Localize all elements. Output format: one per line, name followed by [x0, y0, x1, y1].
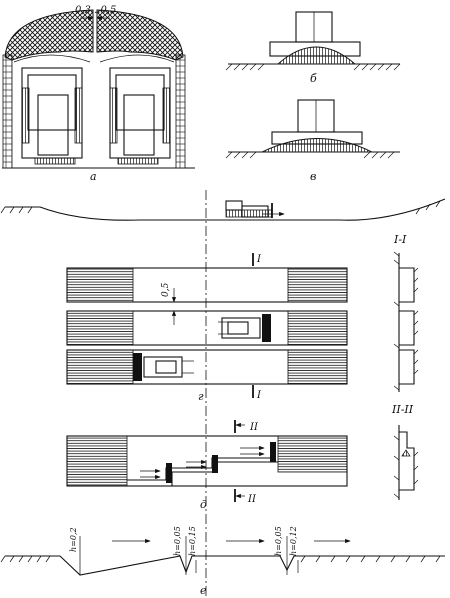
view-d-stepped-plan: II II д — [66, 420, 348, 511]
dim-05-label: 0,5 — [161, 282, 171, 297]
strip-3 — [66, 349, 348, 385]
view-v-ridge: в — [225, 99, 400, 183]
label-b: б — [310, 72, 317, 85]
h-02-label: h=0,2 — [69, 527, 78, 552]
label-g: г — [198, 390, 204, 403]
section-1-title: I-I — [393, 233, 407, 246]
strip-1 — [66, 267, 348, 303]
section-mark-I-bottom: I — [256, 390, 262, 401]
view-g-plan: 0,5 I I г — [66, 253, 348, 403]
gap-dimension-label: 0,3...0,5 — [75, 5, 116, 16]
profile-bulldozer — [0, 190, 446, 598]
right-tractor — [109, 67, 171, 165]
view-e-profile: h=0,2 h=0,05 h=0,15 h=0,05 h=0,12 е — [0, 526, 445, 597]
section-II-II: II-II — [391, 403, 419, 500]
left-tractor — [21, 67, 83, 165]
section-mark-II-bottom: II — [247, 494, 257, 505]
section-mark-II-top: II — [249, 422, 259, 433]
label-d: д — [200, 498, 207, 511]
section-2-title: II-II — [391, 403, 414, 416]
h-012-label: h=0,12 — [289, 526, 298, 556]
label-v: в — [310, 170, 316, 183]
h-005b-label: h=0,05 — [274, 526, 283, 556]
view-a-greenhouse-section: 0,3...0,5 а — [2, 5, 195, 183]
label-a: а — [90, 170, 97, 183]
h-015-label: h=0,15 — [188, 526, 197, 556]
h-005a-label: h=0,05 — [173, 526, 182, 556]
section-mark-I-top: I — [256, 254, 262, 265]
section-I-I: I-I — [393, 233, 419, 392]
view-b-mound: б — [225, 11, 401, 85]
label-e: е — [200, 584, 207, 597]
strip-2 — [66, 310, 348, 346]
